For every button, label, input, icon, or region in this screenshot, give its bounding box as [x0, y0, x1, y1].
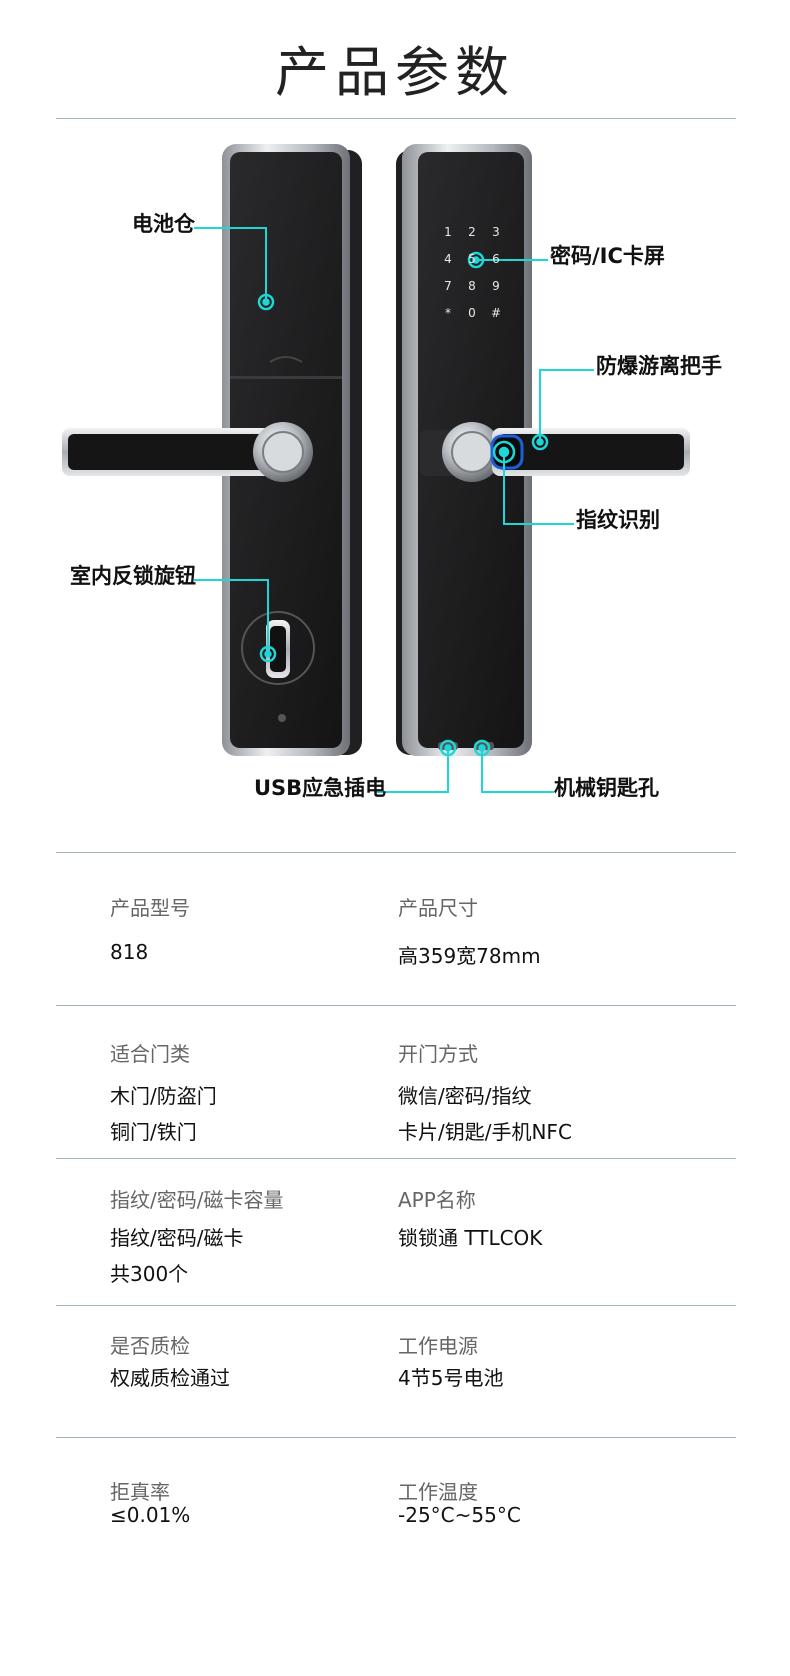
spec-label: 工作电源: [398, 1334, 478, 1358]
keypad-key: 1: [444, 225, 452, 239]
divider-top: [56, 118, 736, 119]
keypad-key: 3: [492, 225, 500, 239]
keypad-key: 4: [444, 252, 452, 266]
keypad-key: 5: [468, 252, 476, 266]
callout-lines: [194, 227, 594, 793]
callout-markers: [257, 251, 549, 757]
divider: [56, 1305, 736, 1306]
callout-usb: USB应急插电: [254, 776, 387, 800]
spec-label: 开门方式: [398, 1042, 478, 1066]
indoor-handle: [62, 422, 313, 482]
keypad-key: 8: [468, 279, 476, 293]
callout-knob: 室内反锁旋钮: [70, 564, 196, 588]
keypad-key: 0: [468, 306, 476, 320]
spec-value: 微信/密码/指纹: [398, 1084, 532, 1108]
keypad-key: #: [490, 306, 502, 320]
spec-label: 指纹/密码/磁卡容量: [110, 1188, 284, 1212]
spec-value: 指纹/密码/磁卡: [110, 1226, 244, 1250]
callout-battery: 电池仓: [132, 212, 195, 236]
spec-value: 4节5号电池: [398, 1366, 504, 1390]
spec-value: 权威质检通过: [110, 1366, 230, 1390]
spec-label: 产品尺寸: [398, 896, 478, 920]
spec-value: 木门/防盗门: [110, 1084, 217, 1108]
spec-value: 高359宽78mm: [398, 944, 541, 968]
spec-value: -25°C~55°C: [398, 1503, 521, 1527]
divider-specs-top: [56, 852, 736, 853]
spec-value: 铜门/铁门: [110, 1120, 197, 1144]
lock-illustration: [62, 144, 690, 793]
keypad-key: 6: [492, 252, 500, 266]
keypad-key: 2: [468, 225, 476, 239]
spec-label: 拒真率: [110, 1480, 170, 1504]
spec-value: ≤0.01%: [110, 1503, 191, 1527]
keypad: 1 2 3 4 5 6 7 8 9 * 0 #: [436, 225, 508, 321]
callout-handle: 防爆游离把手: [596, 354, 722, 378]
indoor-knob-assembly: [241, 611, 315, 722]
spec-value: 共300个: [110, 1262, 189, 1286]
spec-value: 818: [110, 940, 149, 964]
spec-value: 卡片/钥匙/手机NFC: [398, 1120, 572, 1144]
spec-label: APP名称: [398, 1188, 476, 1212]
callout-keyhole: 机械钥匙孔: [554, 776, 659, 800]
spec-label: 适合门类: [110, 1042, 190, 1066]
spec-label: 工作温度: [398, 1480, 478, 1504]
spec-label: 产品型号: [110, 896, 190, 920]
callout-screen: 密码/IC卡屏: [550, 244, 665, 268]
divider: [56, 1005, 736, 1006]
spec-value: 锁锁通 TTLCOK: [398, 1226, 543, 1250]
page-title: 产品参数: [275, 41, 515, 104]
spec-label: 是否质检: [110, 1334, 190, 1358]
divider: [56, 1437, 736, 1438]
keypad-key: 7: [444, 279, 452, 293]
callout-fingerprint: 指纹识别: [576, 508, 660, 532]
outdoor-handle: [420, 422, 690, 482]
keypad-key: 9: [492, 279, 500, 293]
keypad-key: *: [445, 306, 451, 320]
divider: [56, 1158, 736, 1159]
